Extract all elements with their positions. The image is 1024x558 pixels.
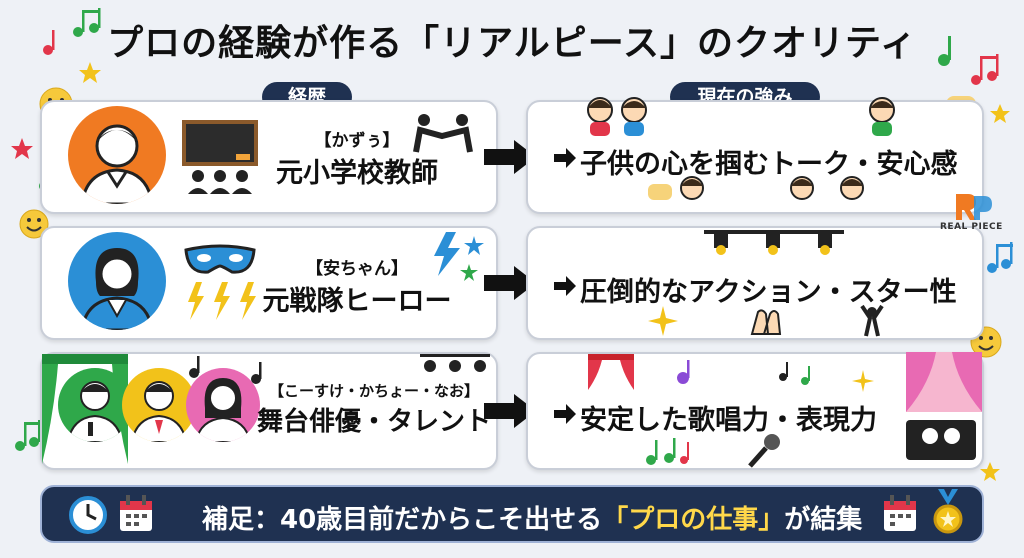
lightning-icons [188,282,256,320]
spotlight-icons [420,354,490,372]
music-note-icon [251,362,262,384]
medal-icon [933,489,963,534]
arrow-right-icon [484,394,536,428]
person-icon [66,381,124,442]
music-note-icon [938,36,951,66]
music-note-icon [971,54,999,85]
star-icon [980,462,1000,481]
bottom-note-suffix: が結集 [784,505,863,535]
small-arrow-icon [554,276,576,296]
child-icon [840,176,864,200]
alias-label: 【こーすけ・かちょー・なお】 [268,382,479,400]
music-note-icon [779,362,788,381]
bottom-note-bar: 補足：40歳目前だからこそ出せる「プロの仕事」が結集 [40,485,984,543]
theater-curtain-icon [906,352,982,412]
speech-bubble-icon [648,184,672,200]
music-note-icon [801,366,810,385]
small-arrow-icon [554,404,576,424]
avatar [68,232,166,330]
star-icon [79,62,101,83]
history-text: 【こーすけ・かちょー・なお】 舞台俳優・タレント [252,380,496,438]
child-icon [680,176,704,200]
star-performer-icon [860,304,884,337]
child-icon [587,97,613,136]
strength-text: 子供の心を掴むトーク・安心感 [580,149,958,180]
music-note-icon [646,438,689,465]
person-icon [194,378,252,442]
audience-icon [906,420,976,460]
music-note-icon [677,360,690,384]
spotlight-icon [766,234,780,255]
child-icon [790,176,814,200]
blackboard-icon [182,120,258,194]
smiley-icon [19,209,49,239]
mask-icon [184,244,256,274]
sparkle-icon [852,370,874,392]
child-icon [869,97,895,136]
avatar [122,368,196,442]
star-icon [460,264,478,281]
strength-text: 圧倒的なアクション・スター性 [580,277,957,308]
music-note-icon [189,356,200,378]
avatar [68,106,166,204]
strength-text: 安定した歌唱力・表現力 [580,405,877,436]
child-icon [621,97,647,136]
history-text: 【かずぅ】 元小学校教師 [262,126,452,190]
avatar [58,368,132,442]
theater-curtain-icon [588,354,634,390]
music-note-icon [15,420,41,451]
spotlight-icons [704,230,844,255]
role-label: 元小学校教師 [276,158,438,189]
avatar [186,368,260,442]
role-label: 元戦隊ヒーロー [262,286,452,317]
lightning-icon [434,232,460,276]
children-icons [587,97,895,200]
real-piece-logo-icon [956,194,992,220]
arrow-right-icon [484,266,536,300]
calendar-icon [884,495,916,531]
person-icon [130,381,188,442]
sparkle-icon [648,306,678,336]
logo-text: REAL PIECE [940,222,1003,232]
role-label: 舞台俳優・タレント [256,407,491,437]
clock-icon [69,496,107,534]
spotlight-icon [714,234,728,255]
music-note-icon [73,8,101,37]
bottom-note-highlight: 「プロの仕事」 [602,505,785,535]
page-title: プロの経験が作る「リアルピース」のクオリティ [107,23,917,64]
clapping-hands-icon [750,309,782,335]
arrow-right-icon [484,140,536,174]
calendar-icon [120,495,152,531]
person-icon [80,248,154,330]
music-note-icon [43,30,55,55]
person-icon [80,124,154,204]
history-text: 【安ちゃん】 元戦隊ヒーロー [262,254,452,318]
music-note-icon [987,242,1013,273]
microphone-icon [748,434,780,468]
small-arrow-icon [554,148,576,168]
handshake-icon [413,114,473,153]
star-icon [464,236,484,255]
spotlight-icon [818,234,832,255]
alias-label: 【安ちゃん】 [306,259,408,279]
star-icon [11,138,33,159]
star-icon [990,104,1010,123]
bottom-note-prefix: 補足：40歳目前だからこそ出せる [202,505,603,535]
alias-label: 【かずぅ】 [314,131,400,151]
bottom-note-text: 補足：40歳目前だからこそ出せる「プロの仕事」が結集 [202,499,862,536]
